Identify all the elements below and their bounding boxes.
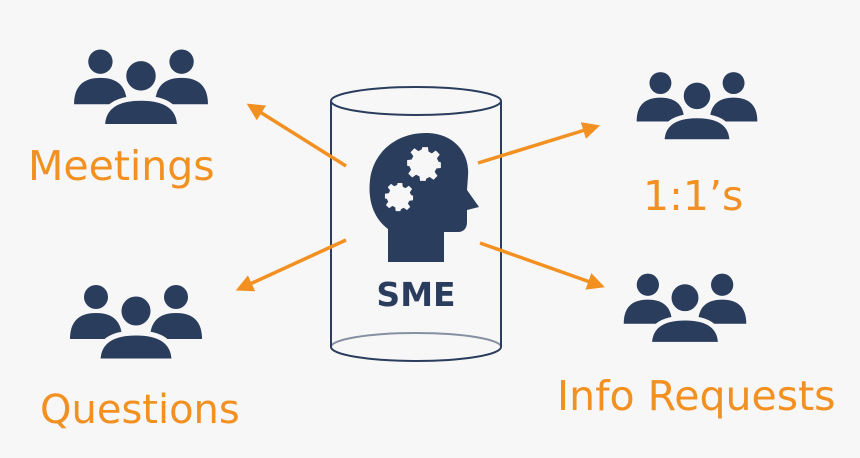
- node-label-meetings: Meetings: [28, 142, 215, 190]
- people-group-icon: [637, 72, 758, 141]
- node-label-questions: Questions: [40, 387, 240, 433]
- node-label-info-requests: Info Requests: [557, 372, 836, 420]
- arrow-to-meetings: [246, 103, 347, 168]
- people-group-icon: [70, 285, 202, 361]
- people-group-icon: [624, 274, 747, 345]
- sme-cylinder: [330, 86, 502, 362]
- head-with-gears-icon: [369, 132, 479, 262]
- node-label-one-on-ones: 1:1’s: [643, 172, 744, 220]
- center-label: SME: [376, 275, 456, 314]
- people-group-icon: [74, 49, 208, 126]
- arrows: [235, 103, 605, 292]
- arrow-to-ones: [477, 122, 601, 165]
- arrow-to-questions: [235, 238, 347, 292]
- arrow-to-info: [479, 241, 605, 290]
